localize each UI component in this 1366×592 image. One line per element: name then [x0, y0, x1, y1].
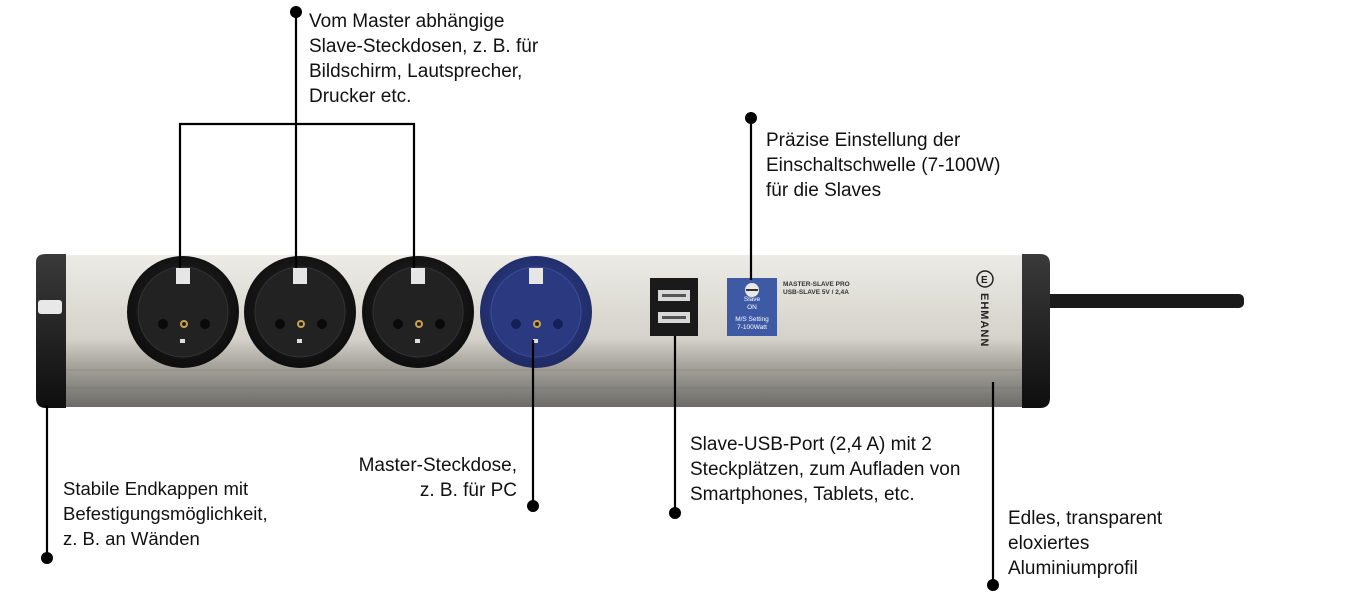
switch-label-bottom: M/S Setting 7-100Watt — [735, 316, 769, 331]
slave-socket-2 — [244, 256, 356, 368]
brand-logo: E — [976, 270, 994, 288]
svg-text:E: E — [981, 275, 988, 286]
callout-master-socket: Master-Steckdose, z. B. für PC — [358, 455, 517, 501]
callout-threshold: Präzise Einstellung der Einschaltschwell… — [766, 130, 1001, 201]
slave-socket-1 — [127, 256, 239, 368]
threshold-switch — [727, 278, 777, 336]
callout-lines — [45, 12, 995, 585]
callout-slave-sockets: Vom Master abhängige Slave-Steckdosen, z… — [309, 11, 539, 107]
switch-label-top: Slave ON — [743, 296, 761, 311]
usb-port — [650, 278, 698, 336]
callout-aluminium-profile: Edles, transparent eloxiertes Aluminiump… — [1008, 508, 1163, 579]
callout-endcaps: Stabile Endkappen mit Befestigungsmöglic… — [63, 478, 268, 549]
slave-socket-3 — [362, 256, 474, 368]
callout-usb-port: Slave-USB-Port (2,4 A) mit 2 Steckplätze… — [690, 434, 961, 505]
callout-dots — [41, 6, 999, 591]
brand-name: EHMANN — [978, 293, 990, 348]
master-socket — [480, 256, 592, 368]
power-cable — [1040, 294, 1244, 308]
left-endcap — [36, 254, 66, 408]
product-plate-label: MASTER-SLAVE PRO USB-SLAVE 5V / 2,4A — [783, 281, 850, 296]
right-endcap — [1022, 254, 1050, 408]
